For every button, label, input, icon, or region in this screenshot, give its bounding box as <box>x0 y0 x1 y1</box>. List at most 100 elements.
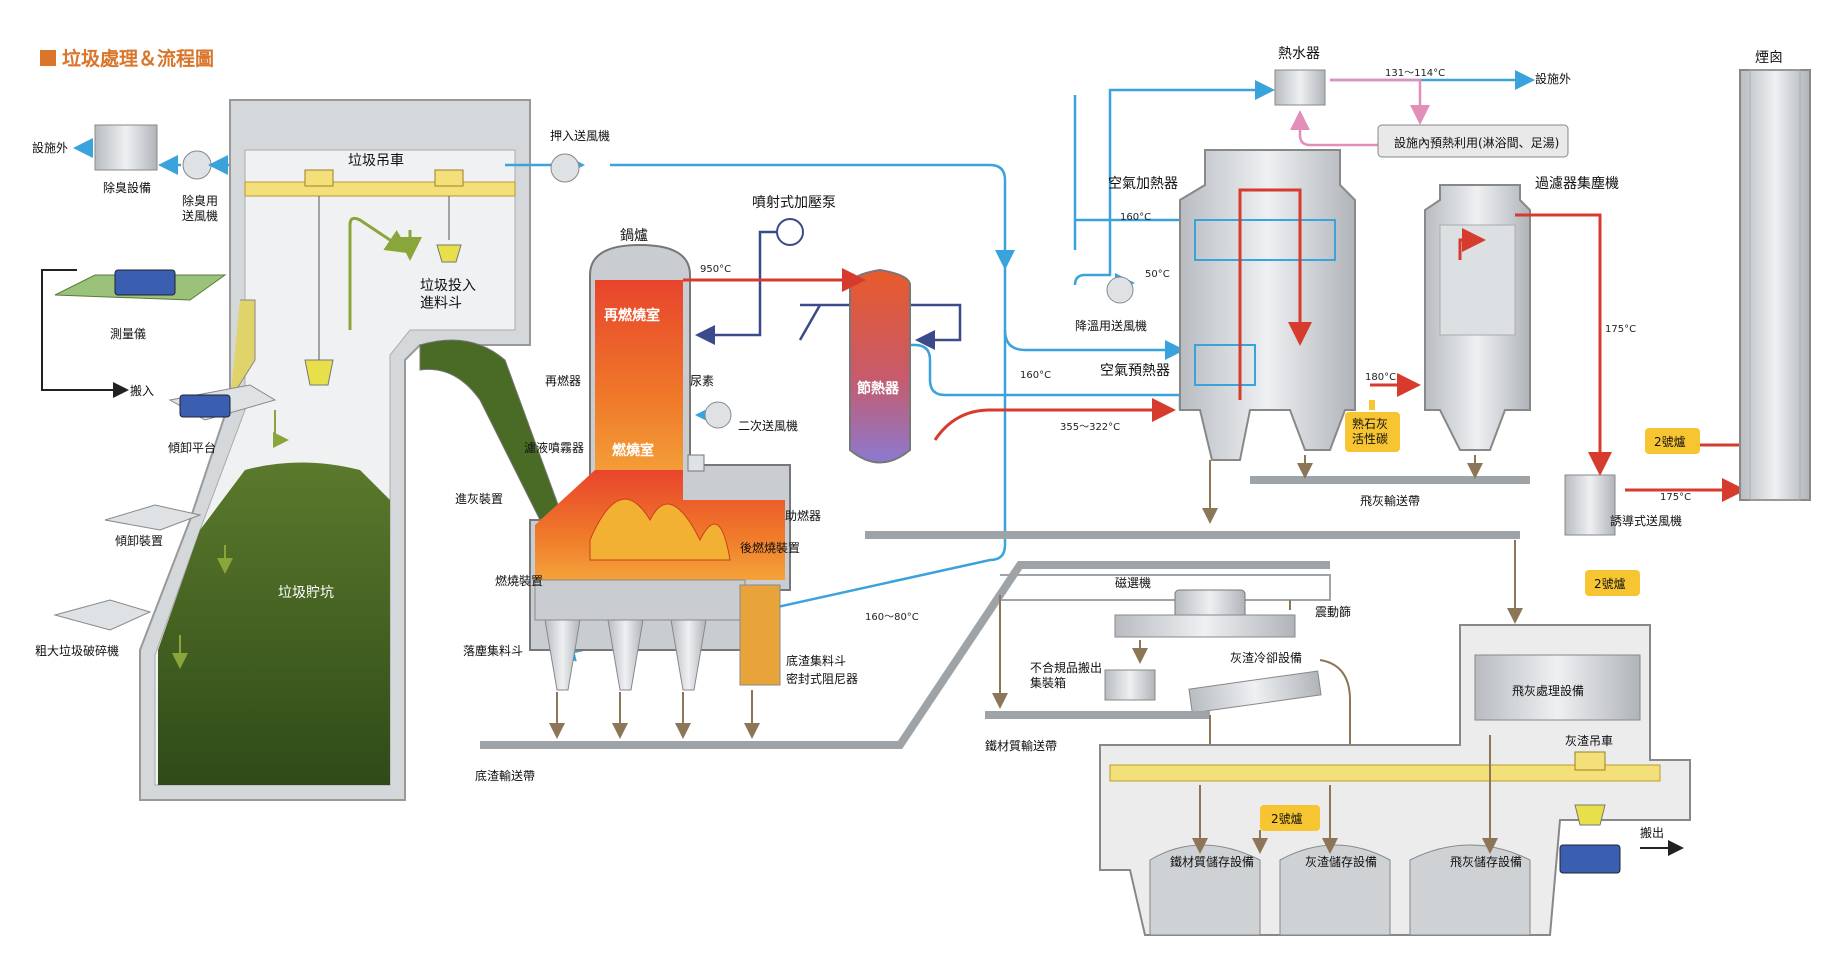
chimney-group: 2號爐 煙囪 誘導式送風機 175°C <box>1564 50 1811 536</box>
deodor-fan-icon <box>182 150 212 180</box>
label-dust-hopper: 落塵集料斗 <box>463 643 523 658</box>
deodorizer-unit <box>94 124 158 171</box>
ash-crane-rail <box>1109 764 1661 782</box>
label-aux-burner: 助燃器 <box>785 508 821 523</box>
furnace2-badge-mid <box>1585 570 1640 596</box>
label-push-fan: 押入送風機 <box>550 128 610 143</box>
label-secondary-fan: 二次送風機 <box>738 418 798 433</box>
label-tipping-device: 傾卸裝置 <box>115 533 163 548</box>
label-internal-use: 設施內預熱利用(淋浴間、足湯) <box>1394 135 1559 150</box>
bottom-ash-conveyor <box>480 561 1330 749</box>
label-furnace2-b: 2號爐 <box>1594 576 1626 591</box>
garbage-bunker: 垃圾吊車 垃圾投入進料斗 垃圾貯坑 <box>139 99 531 801</box>
label-ash-crane: 灰渣吊車 <box>1565 734 1613 748</box>
label-fly-ash-conveyor: 飛灰輸送帶 <box>1360 493 1420 508</box>
label-water-heater: 熱水器 <box>1278 46 1320 62</box>
label-chimney: 煙囪 <box>1755 50 1783 66</box>
label-bottom-hopper: 底渣集料斗 <box>786 653 846 668</box>
label-air-heater: 空氣加熱器 <box>1108 176 1178 192</box>
label-reburner: 再燃器 <box>545 373 581 388</box>
label-economizer: 節熱器 <box>857 380 900 397</box>
label-slag-cooler: 灰渣冷卻設備 <box>1230 650 1302 665</box>
tipping-device <box>104 504 202 531</box>
label-t160b: 160°C <box>1120 212 1151 223</box>
crusher-device <box>53 599 152 631</box>
title-square-icon <box>40 50 56 66</box>
crane-grab-1 <box>304 359 334 386</box>
slag-processing: 磁選機 震動篩 不合規品搬出集裝箱 灰渣冷卻設備 鐵材質輸送帶 <box>985 574 1358 819</box>
crane-trolley-2 <box>434 169 464 187</box>
label-t175a: 175°C <box>1605 324 1636 335</box>
label-metal-conveyor: 鐵材質輸送帶 <box>985 738 1057 753</box>
magnet-unit <box>1174 589 1246 619</box>
label-bag-filter: 過濾器集塵機 <box>1535 175 1619 192</box>
label-id-fan: 誘導式送風機 <box>1610 513 1682 528</box>
tipping-truck-icon <box>179 394 231 418</box>
label-metal-storage: 鐵材質儲存設備 <box>1170 854 1254 869</box>
label-combustion-chamber: 燃燒室 <box>612 442 654 459</box>
label-slag-storage: 灰渣儲存設備 <box>1305 854 1377 869</box>
internal-use-line <box>1290 110 1380 147</box>
truck-icon <box>114 269 176 296</box>
crane-trolley-1 <box>304 169 334 187</box>
ash-crane-grab <box>1574 804 1606 826</box>
id-fan-unit <box>1564 474 1616 536</box>
reject-container <box>1104 669 1156 701</box>
label-outside-right: 設施外 <box>1535 71 1571 86</box>
label-magnet: 磁選機 <box>1115 575 1151 590</box>
label-reburn-chamber: 再燃燒室 <box>604 307 660 324</box>
label-t180: 180°C <box>1365 372 1396 383</box>
label-garbage-crane: 垃圾吊車 <box>348 152 404 169</box>
crane-grab-2 <box>436 244 462 263</box>
bottom-hopper <box>739 584 781 686</box>
label-boiler: 鍋爐 <box>620 228 648 244</box>
label-jet-pump: 噴射式加壓泵 <box>752 195 836 211</box>
label-fly-ash-treatment: 飛灰處理設備 <box>1512 683 1584 698</box>
furnace2-badge-top <box>1645 428 1700 454</box>
push-fan-icon <box>550 153 580 183</box>
label-urea: 尿素 <box>690 374 714 388</box>
label-bottom-conveyor: 底渣輸送帶 <box>475 768 535 783</box>
jet-pump-icon <box>776 218 804 246</box>
water-heater-box <box>1274 69 1326 106</box>
water-heater-group: 熱水器 131～114°C 設施外 設施內預熱利用(淋浴間、足湯) <box>1274 46 1571 158</box>
ash-crane-trolley <box>1574 751 1606 771</box>
label-furnace2-c: 2號爐 <box>1271 811 1303 826</box>
label-deodorizer: 除臭設備 <box>103 180 151 195</box>
stack-burner <box>687 454 705 472</box>
label-garbage-pit: 垃圾貯坑 <box>278 585 334 601</box>
label-ash-feeder: 進灰裝置 <box>455 492 503 506</box>
label-t160a: 160°C <box>1020 370 1051 381</box>
garbage-crane-rail <box>244 181 516 197</box>
storage-pit: 2號爐 2號爐 飛灰處理設備 灰渣吊車 搬出 鐵材質儲存設備 灰渣儲存設備 飛灰… <box>1099 570 1691 936</box>
reburn-chamber <box>595 280 683 480</box>
label-hopper: 垃圾投入進料斗 <box>420 278 476 312</box>
economizer-group: 節熱器 噴射式加壓泵 950°C 355～322°C 160°C 160～80°… <box>683 195 1176 623</box>
air-heater-tower: 空氣加熱器 降溫用送風機 空氣預熱器 160°C 50°C <box>1075 149 1356 461</box>
label-outside-left: 設施外 <box>32 140 68 155</box>
label-cooling-fan: 降溫用送風機 <box>1075 318 1147 333</box>
page-title: 垃圾處理＆流程圖 <box>62 47 214 70</box>
chimney <box>1739 69 1811 501</box>
bag-filter-group: 熟石灰活性碳 過濾器集塵機 180°C 175°C <box>1345 175 1636 476</box>
label-vibrating-screen: 震動篩 <box>1315 604 1351 619</box>
garbage-pit-fill <box>158 462 390 785</box>
slag-cooler <box>1188 670 1322 714</box>
label-carry-out: 搬出 <box>1640 825 1664 840</box>
label-t355: 355～322°C <box>1060 422 1120 433</box>
carry-out-truck-icon <box>1559 844 1621 874</box>
label-crusher: 粗大垃圾破碎機 <box>35 643 119 658</box>
label-sealed-damper: 密封式阻尼器 <box>786 671 858 686</box>
label-flyash-storage: 飛灰儲存設備 <box>1450 854 1522 869</box>
internal-use-box <box>1377 124 1569 158</box>
flame-icon <box>589 498 731 561</box>
fly-ash-treatment <box>1474 654 1641 721</box>
label-lime-carbon: 熟石灰活性碳 <box>1352 416 1388 446</box>
label-air-preheater: 空氣預熱器 <box>1100 363 1170 379</box>
secondary-fan-icon <box>704 401 732 429</box>
lime-carbon-badge <box>1345 412 1400 452</box>
label-t131: 131～114°C <box>1385 68 1445 79</box>
label-t950: 950°C <box>700 264 731 275</box>
vibrating-screen <box>1114 614 1296 638</box>
